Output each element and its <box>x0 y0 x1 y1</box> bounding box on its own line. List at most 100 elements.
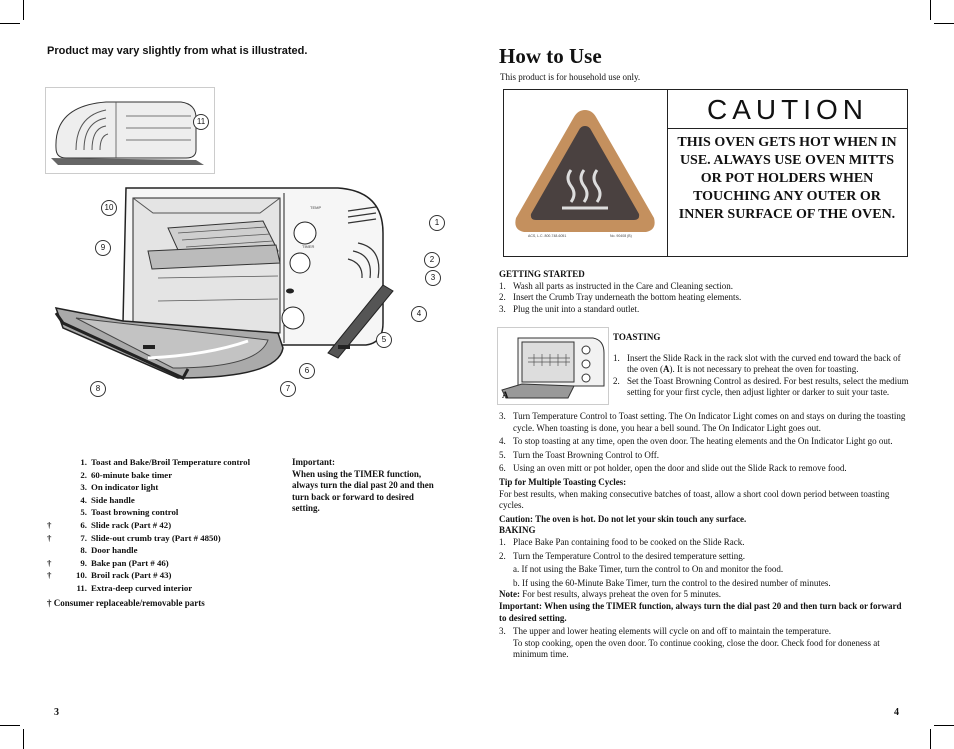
list-item: 1.Place Bake Pan containing food to be c… <box>499 536 745 547</box>
caution-label: ACS, L.C. 800-748-6051 No. 90408 (B) <box>504 90 668 256</box>
important-note: Important: When using the TIMER function… <box>292 457 437 515</box>
list-item: 1.Insert the Slide Rack in the rack slot… <box>613 352 901 375</box>
replaceable-mark: † <box>47 519 52 530</box>
parts-footnote: † Consumer replaceable/removable parts <box>47 598 205 608</box>
label-maker: ACS, L.C. 800-748-6051 <box>528 234 567 238</box>
part-label: Door handle <box>91 545 138 556</box>
replaceable-mark <box>47 582 63 595</box>
temp-dial-label: TEMP <box>310 205 321 210</box>
important-line: Important: When using the TIMER function… <box>499 600 902 623</box>
replaceable-mark <box>47 494 63 507</box>
note-line: Note: For best results, always preheat t… <box>499 589 721 600</box>
list-item: 6.Using an oven mitt or pot holder, open… <box>499 463 847 474</box>
illustration-note: Product may vary slightly from what is i… <box>47 45 308 57</box>
part-label: Slide-out crumb tray (Part # 4850) <box>91 532 221 543</box>
part-label: On indicator light <box>91 482 159 493</box>
crop-mark <box>930 0 931 20</box>
callout-11: 11 <box>193 114 209 130</box>
tip-text: For best results, when making consecutiv… <box>499 488 890 511</box>
parts-list-item: 2. 60-minute bake timer <box>47 469 282 482</box>
part-number: 6. <box>80 519 87 530</box>
timer-dial-label: TIMER <box>302 244 315 249</box>
callout-8: 8 <box>90 381 106 397</box>
list-item: 5.Turn the Toast Browning Control to Off… <box>499 449 659 460</box>
parts-list: 1. Toast and Bake/Broil Temperature contr… <box>47 456 282 595</box>
part-label: Slide rack (Part # 42) <box>91 519 172 530</box>
parts-list-item: †10.Broil rack (Part # 43) <box>47 569 282 582</box>
list-item: 1.Wash all parts as instructed in the Ca… <box>499 280 733 291</box>
callout-9: 9 <box>95 240 111 256</box>
parts-list-item: 1. Toast and Bake/Broil Temperature contr… <box>47 456 282 469</box>
replaceable-mark <box>47 469 63 482</box>
instructions-getting-started: GETTING STARTED 1.Wash all parts as inst… <box>499 269 909 315</box>
list-item: 3.Plug the unit into a standard outlet. <box>499 303 640 314</box>
callout-1: 1 <box>429 215 445 231</box>
caution-text: THIS OVEN GETS HOT WHEN IN USE. ALWAYS U… <box>677 135 897 222</box>
label-number: No. 90408 (B) <box>610 234 632 238</box>
callout-10: 10 <box>101 200 117 216</box>
part-label: Extra-deep curved interior <box>91 582 193 593</box>
baking-2b: b. If using the 60-Minute Bake Timer, tu… <box>513 577 831 588</box>
toasting-heading: TOASTING <box>613 332 661 342</box>
part-number: 1. <box>80 457 87 467</box>
part-number: 3. <box>80 482 87 493</box>
list-item: 2.Turn the Temperature Control to the de… <box>499 550 746 561</box>
replaceable-mark <box>47 506 63 519</box>
hot-surface-warning-icon <box>515 110 655 232</box>
parts-list-item: 11. Extra-deep curved interior <box>47 582 282 595</box>
page-title: How to Use <box>499 44 602 68</box>
part-label: 60-minute bake timer <box>91 469 173 480</box>
replaceable-mark: † <box>47 532 52 543</box>
oven-top-illustration <box>45 87 215 174</box>
replaceable-mark <box>47 481 63 494</box>
page-number-right: 4 <box>894 707 899 718</box>
parts-list-item: †7.Slide-out crumb tray (Part # 4850) <box>47 532 282 545</box>
crop-mark <box>934 725 954 726</box>
parts-list-item: †9.Bake pan (Part # 46) <box>47 557 282 570</box>
crop-mark <box>0 725 20 726</box>
parts-list-item: † 6. Slide rack (Part # 42) <box>47 519 282 532</box>
tip-heading: Tip for Multiple Toasting Cycles: <box>499 476 627 487</box>
part-number: 8. <box>80 545 87 556</box>
getting-started-heading: GETTING STARTED <box>499 269 585 279</box>
crop-mark <box>0 23 20 24</box>
crop-mark <box>934 23 954 24</box>
part-number: 9. <box>80 557 87 568</box>
figure-label: A <box>502 390 509 400</box>
baking-heading: BAKING <box>499 525 536 536</box>
important-text: When using the TIMER function, always tu… <box>292 468 434 514</box>
replaceable-mark: † <box>47 570 52 581</box>
list-item: 3.The upper and lower heating elements w… <box>499 626 880 660</box>
crop-mark <box>23 729 24 749</box>
callout-7: 7 <box>280 381 296 397</box>
parts-list-item: 4.Side handle <box>47 494 282 507</box>
part-number: 11. <box>76 582 87 593</box>
part-label: Broil rack (Part # 43) <box>91 570 172 581</box>
list-item: 2.Set the Toast Browning Control as desi… <box>613 375 909 398</box>
caution-box: ACS, L.C. 800-748-6051 No. 90408 (B) CAU… <box>503 89 908 257</box>
part-label: Bake pan (Part # 46) <box>91 557 169 568</box>
callout-4: 4 <box>411 306 427 322</box>
part-label: Toast and Bake/Broil Temperature control <box>91 457 251 467</box>
page-subtitle: This product is for household use only. <box>500 72 641 82</box>
part-label: Toast browning control <box>91 507 179 518</box>
parts-list-item: 8. Door handle <box>47 544 282 557</box>
part-number: 4. <box>80 494 87 505</box>
callout-2: 2 <box>424 252 440 268</box>
page-number-left: 3 <box>54 707 59 718</box>
crop-mark <box>23 0 24 20</box>
list-item: 3.Turn Temperature Control to Toast sett… <box>499 411 906 433</box>
slide-rack-illustration: A <box>497 327 609 405</box>
baking-2a: a. If not using the Bake Timer, turn the… <box>513 564 784 575</box>
callout-6: 6 <box>299 363 315 379</box>
callout-3: 3 <box>425 270 441 286</box>
callout-5: 5 <box>376 332 392 348</box>
caution-line: Caution: The oven is hot. Do not let you… <box>499 513 747 524</box>
list-item: 4.To stop toasting at any time, open the… <box>499 436 893 447</box>
list-item: 2.Insert the Crumb Tray underneath the b… <box>499 292 742 303</box>
parts-list-item: 3. On indicator light <box>47 481 282 494</box>
crop-mark <box>930 729 931 749</box>
caution-heading: CAUTION <box>707 94 868 125</box>
instructions-main: 3.Turn Temperature Control to Toast sett… <box>499 411 909 661</box>
part-number: 2. <box>80 469 87 480</box>
